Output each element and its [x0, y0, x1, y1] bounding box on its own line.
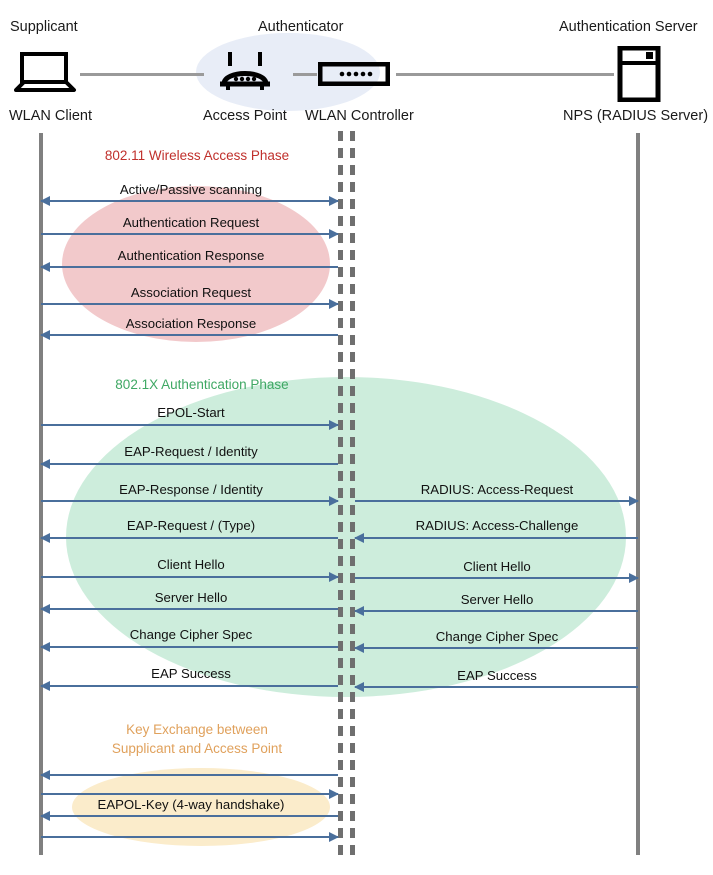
actor-role-supplicant: Supplicant — [10, 19, 78, 35]
message-label-client-hello-supplicant: Client Hello — [157, 557, 225, 572]
wireless-access-point-icon — [216, 50, 274, 99]
phase-highlight-wireless-access — [62, 186, 330, 342]
arrowhead-left-icon — [40, 770, 50, 780]
arrowhead-right-icon — [329, 196, 339, 206]
actor-device-wlan-client: WLAN Client — [9, 108, 92, 124]
message-arrow-change-cipher-spec-radius — [354, 643, 638, 653]
phase-label-key-exchange-line2: Supplicant and Access Point — [111, 741, 283, 756]
message-label-radius-access-request: RADIUS: Access-Request — [420, 482, 574, 497]
message-arrow-eapol-start — [41, 420, 339, 430]
arrowhead-right-icon — [629, 573, 639, 583]
arrowhead-right-icon — [629, 496, 639, 506]
message-label-change-cipher-spec-radius: Change Cipher Spec — [435, 629, 559, 644]
actor-device-access-point: Access Point — [203, 108, 287, 124]
message-arrow-authentication-request — [41, 229, 339, 239]
message-arrow-client-hello-radius — [355, 573, 639, 583]
arrowhead-right-icon — [329, 496, 339, 506]
message-label-eap-response-identity: EAP-Response / Identity — [119, 482, 263, 497]
arrowhead-left-icon — [40, 262, 50, 272]
wlan-controller-icon — [317, 61, 391, 91]
actor-device-nps-radius-server: NPS (RADIUS Server) — [563, 108, 709, 124]
message-arrow-association-request — [41, 299, 339, 309]
arrowhead-left-icon — [40, 330, 50, 340]
lifeline-access-point — [338, 131, 343, 857]
message-arrow-eapol-key-4 — [41, 832, 339, 842]
arrowhead-left-icon — [40, 681, 50, 691]
message-label-active-passive-scanning: Active/Passive scanning — [119, 182, 263, 197]
arrowhead-right-icon — [329, 420, 339, 430]
phase-label-dot1x-authentication: 802.1X Authentication Phase — [115, 377, 289, 392]
message-arrow-eap-request-identity — [40, 459, 338, 469]
actor-role-authentication-server: Authentication Server — [559, 19, 698, 35]
arrowhead-left-icon — [40, 196, 50, 206]
message-label-authentication-response: Authentication Response — [117, 248, 265, 263]
phase-label-key-exchange-line1: Key Exchange between — [126, 722, 268, 737]
message-label-association-request: Association Request — [130, 285, 252, 300]
message-arrow-eap-success-radius — [354, 682, 638, 692]
lifeline-authentication-server — [636, 133, 640, 855]
message-label-eapol-start: EPOL-Start — [157, 405, 225, 420]
message-arrow-eapol-key-3 — [40, 811, 338, 821]
arrowhead-right-icon — [329, 572, 339, 582]
link-controller-to-server — [396, 73, 614, 76]
message-arrow-server-hello-radius — [354, 606, 638, 616]
arrowhead-left-icon — [40, 642, 50, 652]
message-arrow-client-hello-supplicant — [41, 572, 339, 582]
message-arrow-eap-request-type — [40, 533, 338, 543]
arrowhead-left-icon — [40, 459, 50, 469]
arrowhead-right-icon — [329, 229, 339, 239]
message-label-change-cipher-spec-supplicant: Change Cipher Spec — [129, 627, 253, 642]
actor-device-wlan-controller: WLAN Controller — [305, 108, 414, 124]
message-arrow-authentication-response — [40, 262, 338, 272]
message-arrow-eapol-key-2 — [41, 789, 339, 799]
message-label-eap-success-radius: EAP Success — [457, 668, 537, 683]
message-label-association-response: Association Response — [125, 316, 257, 331]
message-label-eap-success-supplicant: EAP Success — [151, 666, 231, 681]
message-arrow-eap-response-identity — [41, 496, 339, 506]
message-arrow-server-hello-supplicant — [40, 604, 338, 614]
message-label-eap-request-identity: EAP-Request / Identity — [124, 444, 258, 459]
message-arrow-change-cipher-spec-supplicant — [40, 642, 338, 652]
link-ap-to-controller — [293, 73, 317, 76]
arrowhead-left-icon — [40, 811, 50, 821]
message-arrow-eapol-key-1 — [40, 770, 338, 780]
message-label-server-hello-supplicant: Server Hello — [154, 590, 228, 605]
message-label-radius-access-challenge: RADIUS: Access-Challenge — [415, 518, 579, 533]
arrowhead-right-icon — [329, 789, 339, 799]
arrowhead-left-icon — [354, 533, 364, 543]
message-arrow-radius-access-request — [355, 496, 639, 506]
message-label-authentication-request: Authentication Request — [122, 215, 260, 230]
arrowhead-left-icon — [354, 643, 364, 653]
message-label-server-hello-radius: Server Hello — [460, 592, 534, 607]
message-arrow-eap-success-supplicant — [40, 681, 338, 691]
message-label-eap-request-type: EAP-Request / (Type) — [126, 518, 256, 533]
arrowhead-left-icon — [354, 606, 364, 616]
server-icon — [617, 45, 661, 107]
link-client-to-ap — [80, 73, 204, 76]
laptop-icon — [12, 52, 78, 99]
arrowhead-right-icon — [329, 832, 339, 842]
actor-role-authenticator: Authenticator — [258, 19, 344, 35]
lifeline-wlan-controller — [350, 131, 355, 857]
lifeline-supplicant — [39, 133, 43, 855]
message-label-client-hello-radius: Client Hello — [463, 559, 531, 574]
message-arrow-active-passive-scanning — [40, 196, 339, 206]
message-arrow-association-response — [40, 330, 338, 340]
message-arrow-radius-access-challenge — [354, 533, 638, 543]
phase-highlight-key-exchange — [72, 768, 330, 846]
message-label-eapol-key-4way-handshake: EAPOL-Key (4-way handshake) — [97, 797, 285, 812]
arrowhead-left-icon — [40, 604, 50, 614]
phase-label-wireless-access: 802.11 Wireless Access Phase — [104, 148, 290, 163]
arrowhead-right-icon — [329, 299, 339, 309]
arrowhead-left-icon — [40, 533, 50, 543]
arrowhead-left-icon — [354, 682, 364, 692]
